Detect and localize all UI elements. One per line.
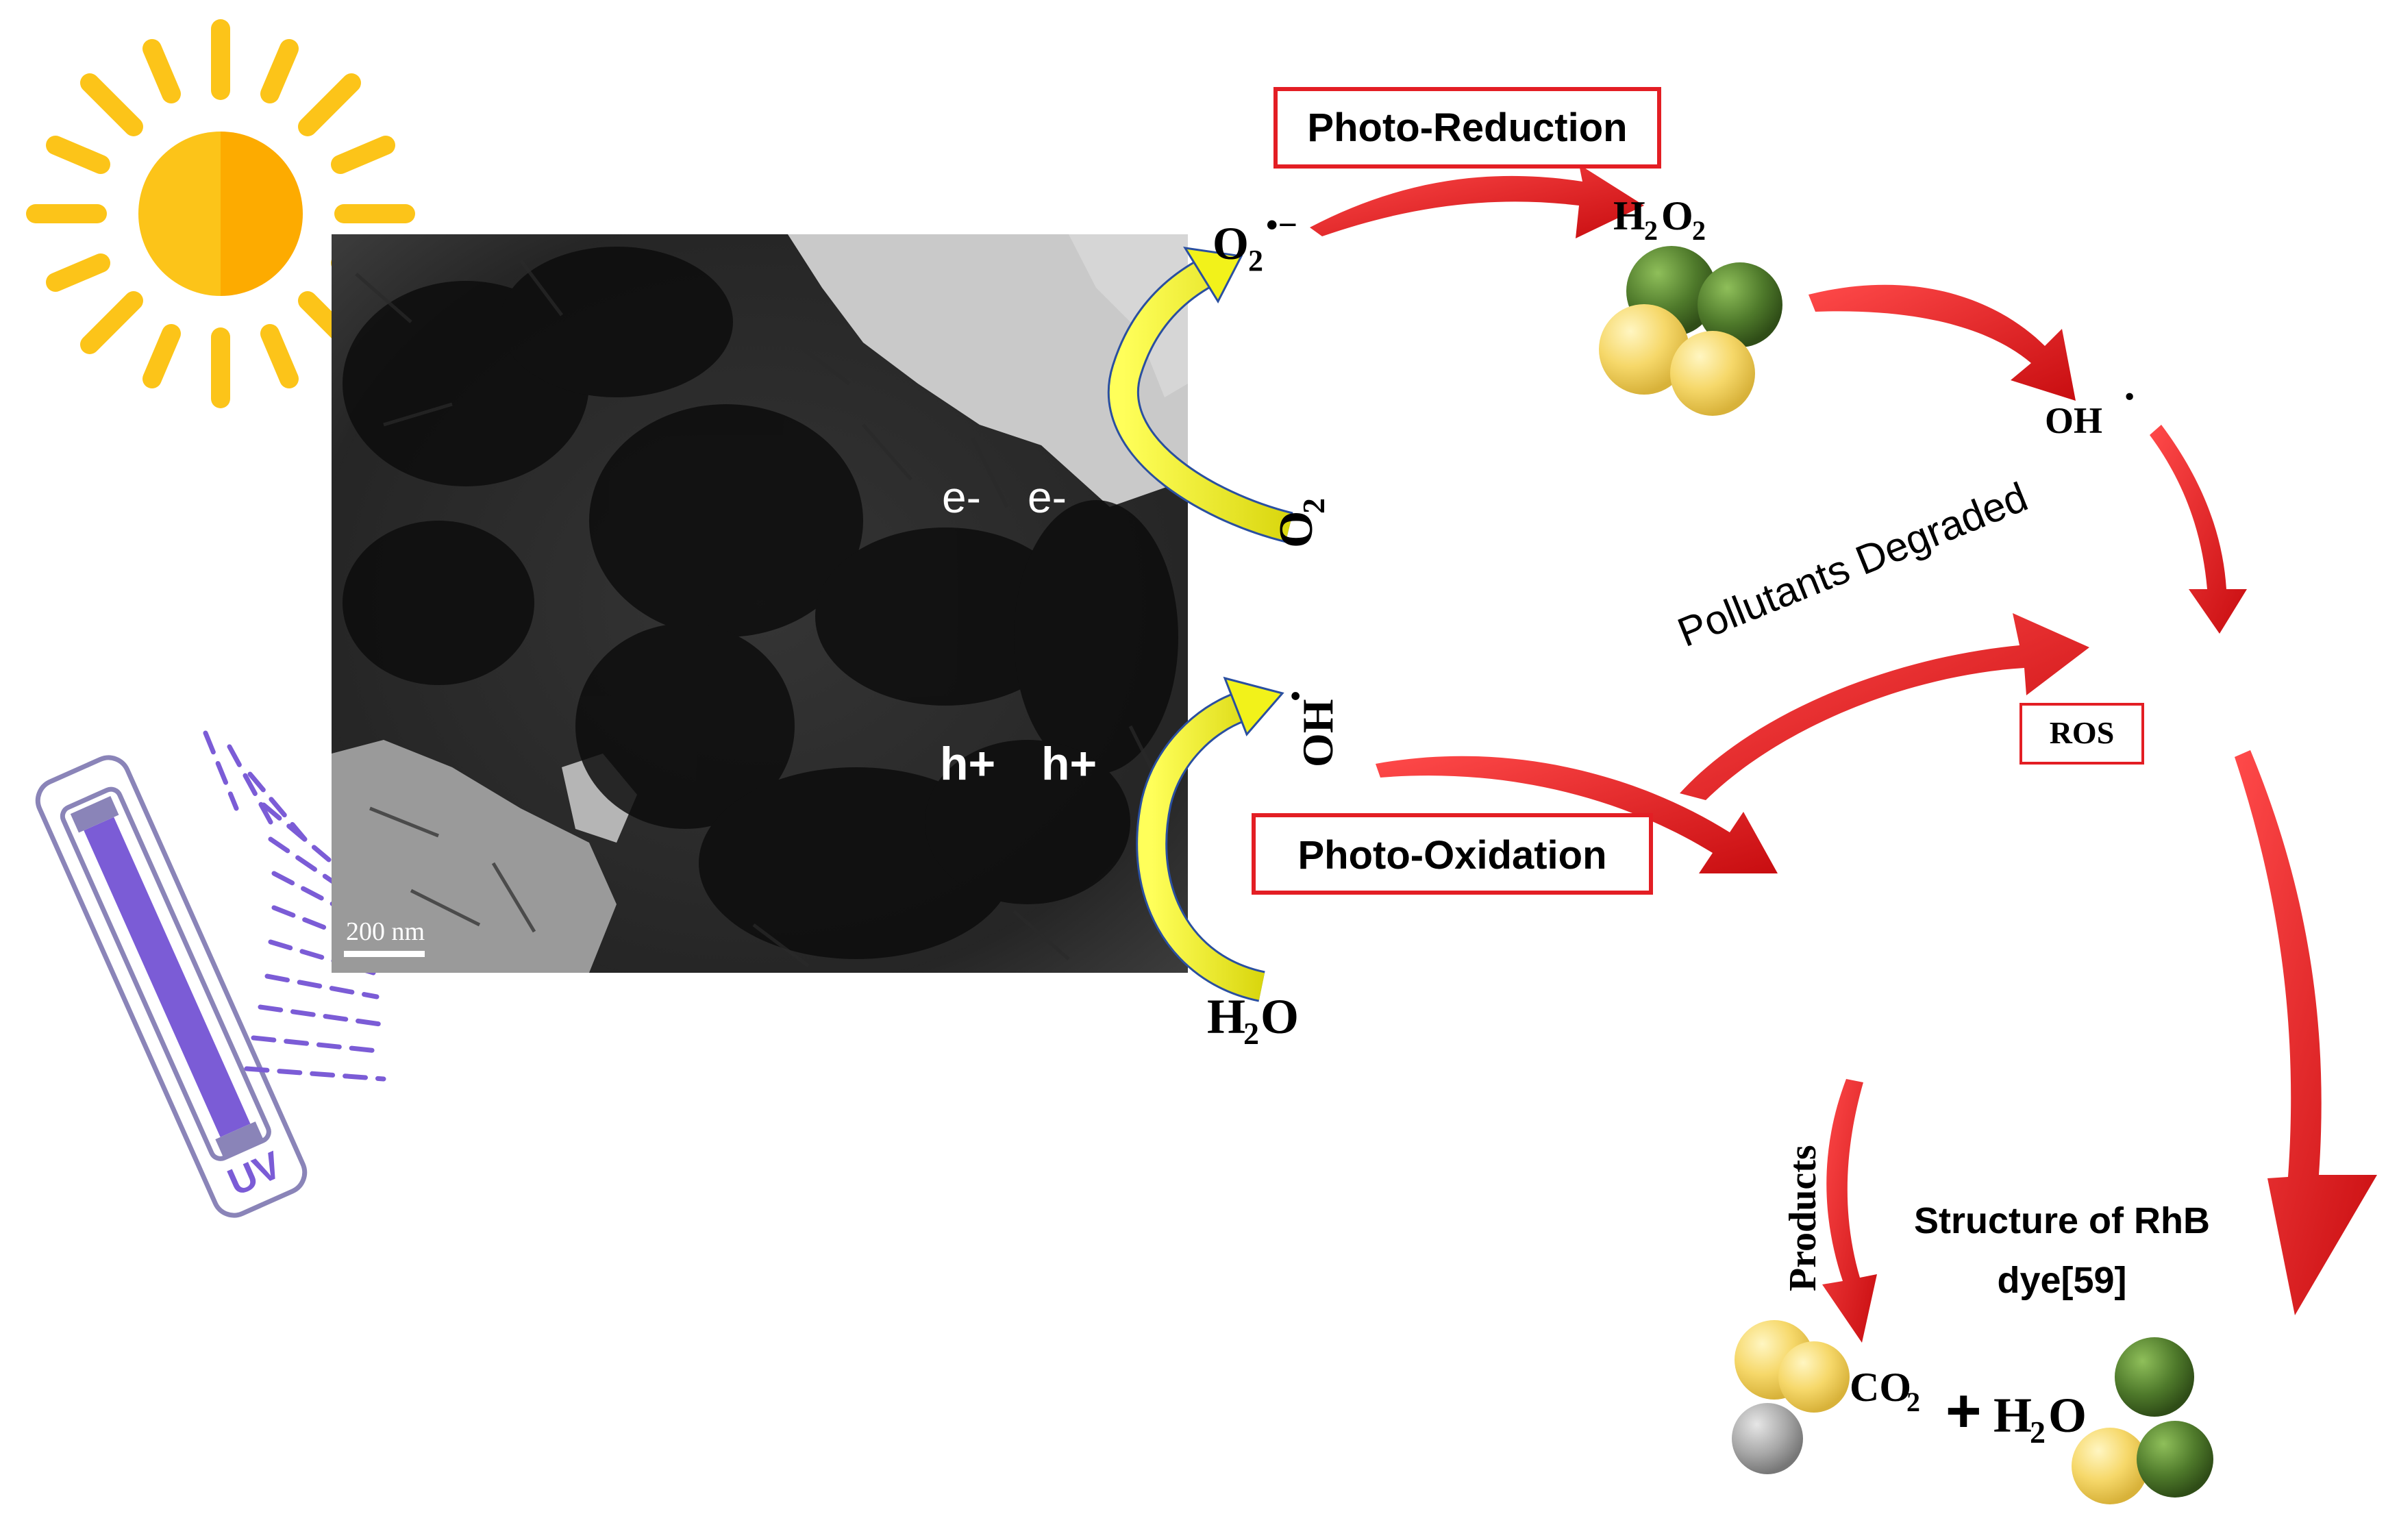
products-label: Products [1782, 1145, 1824, 1291]
h2o2-sub1: 2 [1644, 215, 1658, 246]
h2o-input-sub: 2 [1243, 1016, 1259, 1051]
scale-bar-label: 200 nm [346, 917, 425, 946]
co2-sub: 2 [1906, 1387, 1920, 1417]
red-arrow-to-oh [1808, 284, 2076, 401]
photo-reduction-box: Photo-Reduction [1273, 87, 1661, 169]
plus-sign: + [1946, 1377, 1982, 1445]
red-arrow-products-down [1822, 1079, 1877, 1343]
red-arrow-oh-to-ros [2150, 425, 2247, 634]
photo-reduction-label: Photo-Reduction [1307, 105, 1627, 150]
superoxide-species: O 2 •− [1213, 206, 1297, 277]
scale-bar [344, 951, 425, 957]
ros-label: ROS [2050, 715, 2115, 750]
h2o2-sub2: 2 [1692, 215, 1706, 246]
oh-radical-left: OH · [1268, 688, 1342, 767]
red-arrow-to-photo-oxidation [1376, 756, 1778, 873]
red-arrow-to-h2o2 [1310, 164, 1644, 238]
h2o-input-o: O [1260, 989, 1299, 1044]
red-arrow-pollutants-to-ros [1680, 613, 2089, 800]
red-arrow-ros-to-products [2235, 750, 2377, 1315]
h2o-output-h: H [1993, 1388, 2032, 1443]
h2o-molecule-icon [2072, 1337, 2213, 1504]
photo-oxidation-label: Photo-Oxidation [1297, 833, 1606, 878]
h2o2-h: H [1613, 193, 1645, 238]
yellow-arrow-oxidation [1136, 676, 1284, 1002]
h2o2-molecule-icon [1599, 246, 1782, 416]
h2o2-species: H 2 O 2 [1613, 193, 1706, 246]
h2o2-o: O [1661, 193, 1693, 238]
h2o-output-species: H 2 O [1993, 1388, 2087, 1450]
yellow-arrow-reduction [1107, 247, 1293, 543]
o2-sub: 2 [1296, 498, 1331, 514]
oh-radical-top-label: OH [2045, 400, 2102, 441]
h2o-output-sub: 2 [2030, 1415, 2046, 1450]
electron-label-1: e- [942, 473, 981, 522]
superoxide-sup: •− [1266, 206, 1297, 244]
photo-oxidation-box: Photo-Oxidation [1252, 813, 1653, 895]
superoxide-sub: 2 [1248, 244, 1263, 277]
oh-radical-top-dot: · [2122, 372, 2137, 421]
pollutants-degraded-label: Pollutants Degraded [1671, 473, 2034, 656]
oh-radical-top: OH · [2045, 372, 2137, 441]
rhb-structure-caption: Structure of RhB dye[59] [1914, 1200, 2210, 1301]
ros-box: ROS [2019, 703, 2144, 765]
o2-main: O [1270, 511, 1323, 548]
o2-species: O 2 [1270, 498, 1331, 548]
rhb-structure-line1: Structure of RhB [1914, 1200, 2210, 1241]
hole-label-2: h+ [1041, 738, 1097, 790]
oh-radical-left-dot: · [1268, 688, 1323, 704]
h2o-input-species: H 2 O [1207, 989, 1299, 1051]
tem-micrograph: e- e- h+ h+ 200 nm [332, 234, 1188, 973]
rhb-structure-line2: dye[59] [1997, 1260, 2126, 1301]
h2o-output-o: O [2048, 1388, 2087, 1443]
hole-label-1: h+ [940, 738, 995, 790]
electron-label-2: e- [1028, 473, 1067, 522]
co2-molecule-icon [1732, 1320, 1850, 1474]
superoxide-main: O [1213, 217, 1249, 269]
co2-main: CO [1850, 1365, 1911, 1410]
h2o-input-h: H [1207, 989, 1245, 1044]
co2-species: CO 2 [1850, 1365, 1920, 1417]
oh-radical-left-label: OH [1293, 699, 1342, 767]
uv-lamp-icon: UV [35, 730, 386, 1218]
